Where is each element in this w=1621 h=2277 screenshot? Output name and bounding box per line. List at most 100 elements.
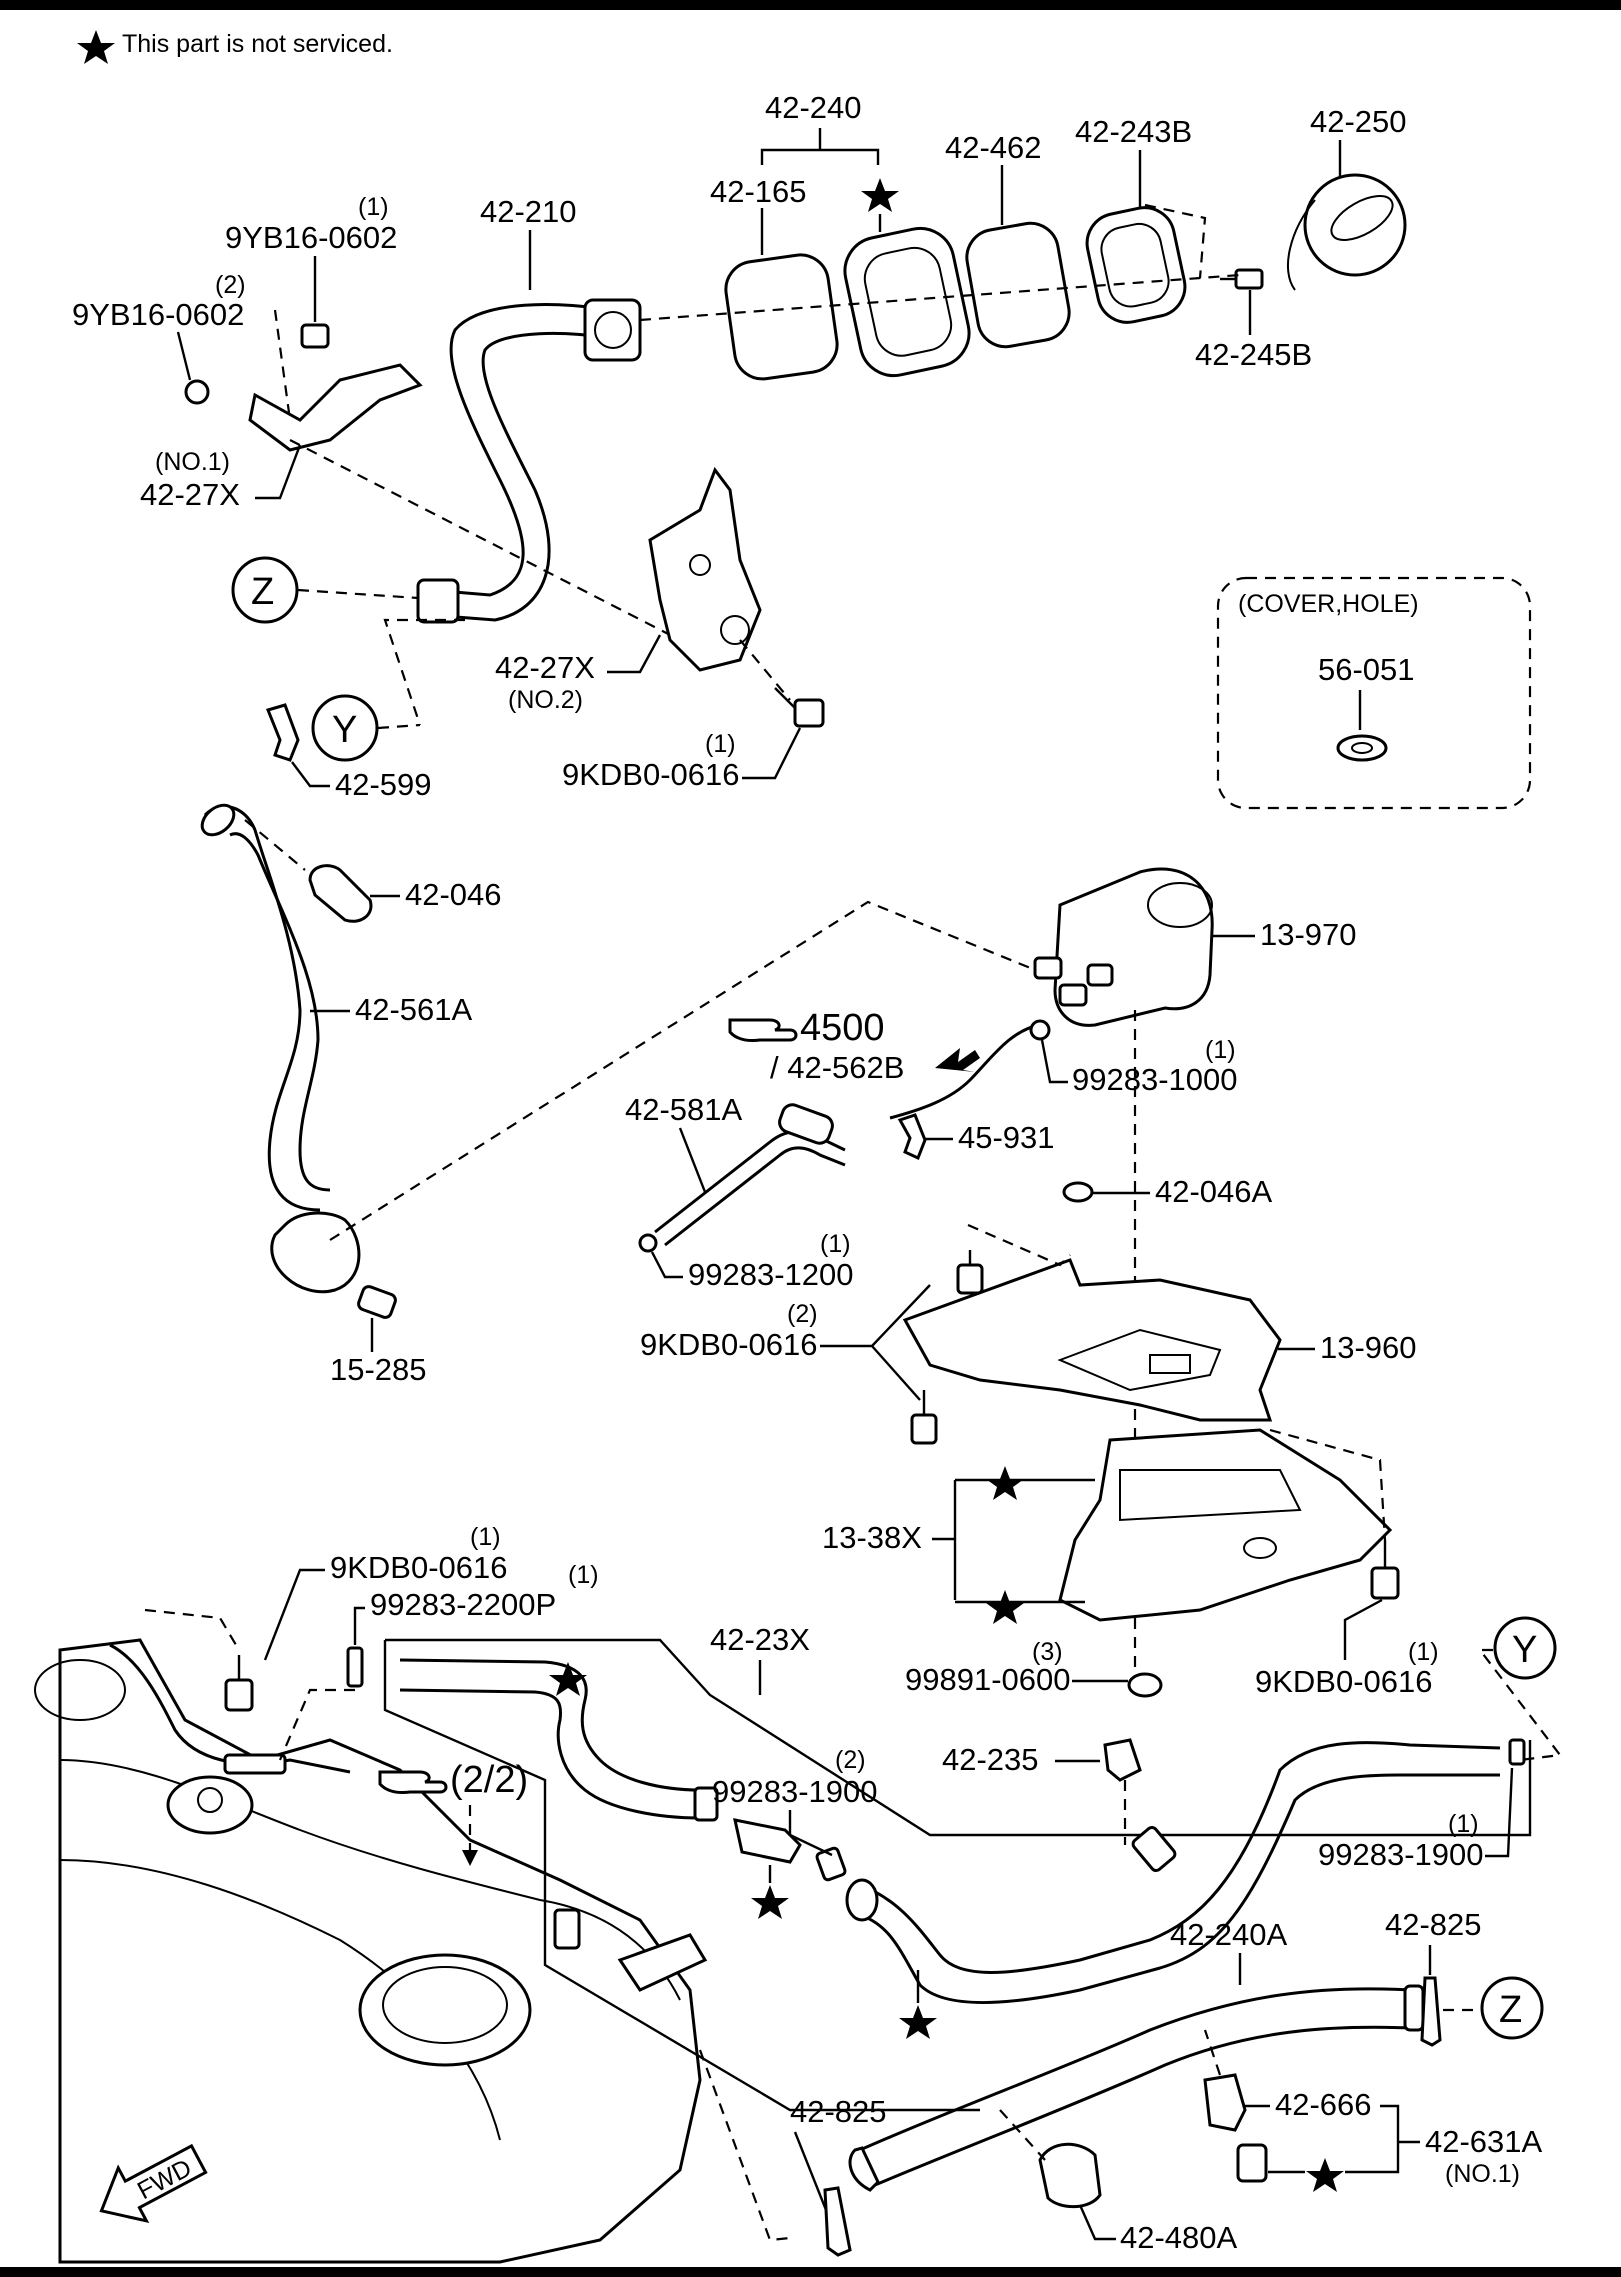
canister-port-3 [1086,963,1114,987]
dash-bracket-to-no2 [289,439,681,641]
tube-42-581a-outer [664,1146,846,1247]
hose-42-23x-main [859,1741,1501,1974]
label-13-38x: 13-38X [822,1520,922,1555]
leader-99283-2200p [353,1606,365,1645]
label-qty-99283-2200p: (1) [568,1561,599,1589]
label-15-285: 15-285 [330,1352,427,1387]
fuel-tank-ring-inner [382,1966,508,2044]
leader-42-27x-no2 [607,634,662,674]
clamp-15-285 [357,1285,397,1319]
arrow-ref-2-2 [462,1850,478,1866]
bolt-42-245b [1234,268,1264,290]
label-42-27x-no1: 42-27X [140,477,240,512]
clamp-42-480a [1038,2142,1102,2209]
fuel-cap-tether [1287,199,1316,291]
hose-42-23x-end [845,1878,879,1922]
label-42-240a: 42-240A [1170,1917,1288,1952]
label-qty-99283-1900-a: (2) [835,1746,866,1774]
fuel-tank-inlet [617,1933,708,1992]
gasket-42-165 [724,253,839,381]
gasket-42-462 [965,221,1071,349]
label-no1: (NO.1) [155,448,230,476]
leader-9kdb-b2 [871,1345,921,1401]
leader-9kdb-a [742,727,802,780]
star-icon [986,1590,1024,1624]
filler-pipe-flange-hole [594,311,632,349]
filler-pipe-end [416,578,460,624]
bracket-13-960-slot [1149,1354,1191,1374]
dash-callout-z [297,588,419,600]
clip-99283-2200p [346,1646,364,1688]
canister-port-1 [1033,956,1063,980]
callout-y-right [1493,1616,1557,1680]
ref-2-2: (2/2) [450,1759,528,1801]
label-9kdb0-0616-c: 9KDB0-0616 [330,1550,508,1585]
label-99283-1200: 99283-1200 [688,1257,854,1292]
label-56-051: 56-051 [1318,652,1415,687]
cover-hole-56-051 [1336,734,1388,762]
label-qty-9yb16-1: (1) [358,193,389,221]
leader-42-581a [678,1127,707,1193]
hose-42-561a-loop [270,1211,361,1294]
washer-42-046a [1062,1181,1094,1203]
label-qty-99283-1000: (1) [1205,1036,1236,1064]
label-45-931: 45-931 [958,1120,1055,1155]
label-qty-99283-1200: (1) [820,1230,851,1258]
hose-42-23x-main-outer [859,1773,1500,2004]
label-42-235: 42-235 [942,1742,1039,1777]
clip-99283-1200 [638,1233,658,1253]
bolt-9kdb0-0616-b1 [956,1263,984,1295]
star-icon [751,1885,789,1919]
label-42-240: 42-240 [765,90,862,125]
fuel-tank-top-contour [59,1759,681,2001]
label-qty-9kdb-c: (1) [470,1523,501,1551]
hose-42-240a-outer [874,2025,1411,2187]
clip-42-666 [1203,2073,1247,2132]
dash-99283-2200p [278,1688,355,1761]
leader-99283-1900-a [788,1810,833,1857]
dash-axis-neck [639,273,1241,322]
clip-42-235 [1103,1738,1142,1782]
canister-13-970-cap [1147,882,1213,928]
leader-9kdb-c [263,1568,325,1661]
clip-99283-1000 [1029,1019,1051,1041]
hose-42-561a [203,805,321,1212]
ring-42-240 [843,226,971,378]
dash-13-960 [967,1223,1071,1267]
clip-42-825-b [823,2186,852,2257]
pointing-hand-icon [378,1770,448,1794]
fuel-tank-ring [358,1953,532,2067]
tube-42-581a [654,1130,846,1234]
leader-42-599 [291,761,330,788]
callout-z-right [1480,1976,1544,2040]
hose-42-240a-end [1403,1984,1425,2032]
leader-42-23x [385,1638,1532,1837]
nut-9yb16-2 [184,379,210,405]
bolt-9kdb0-0616-b2 [910,1413,938,1445]
label-42-27x-no2: 42-27X [495,650,595,685]
label-9kdb0-0616-a: 9KDB0-0616 [562,757,740,792]
callout-z [231,556,299,624]
fuel-pump-cap [197,1787,223,1813]
label-42-046a: 42-046A [1155,1174,1273,1209]
ring-42-240-inner [863,246,953,357]
star-icon [77,30,115,64]
label-42-825-a: 42-825 [1385,1907,1482,1942]
pointing-hand-icon [728,1018,798,1042]
label-42-480a: 42-480A [1120,2220,1238,2255]
clip-99283-1900-b [1508,1738,1526,1766]
label-42-581a: 42-581A [625,1092,743,1127]
cover-hole-box [1216,576,1532,810]
label-42-046: 42-046 [405,877,502,912]
callout-y-letter: Y [332,709,357,751]
label-no2: (NO.2) [508,686,583,714]
label-9kdb0-0616-b: 9KDB0-0616 [640,1327,818,1362]
leader-42-631a-bracket [1345,2104,1400,2174]
legend-note: This part is not serviced. [122,30,393,58]
dash-42-046 [244,819,306,871]
label-qty-9kdb-d: (1) [1408,1638,1439,1666]
leader-9kdb-d [1343,1598,1383,1660]
hose-clamp-left [693,1786,719,1822]
bolt-9kdb0-0616-a [793,698,825,728]
hose-42-23x-upper-outer [399,1688,701,1820]
